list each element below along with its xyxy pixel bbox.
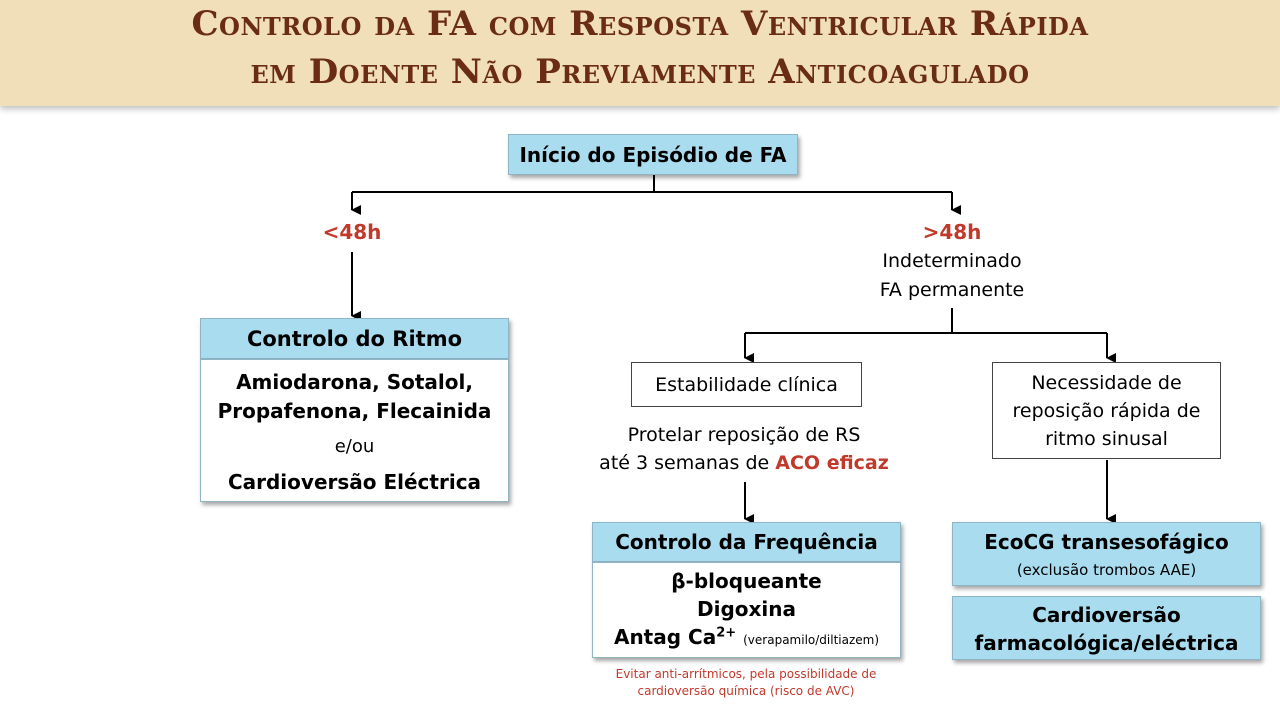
- digoxin-label: Digoxina: [696, 597, 796, 621]
- cardioversion-box: Cardioversão farmacológica/eléctrica: [952, 596, 1261, 660]
- rate-control-header: Controlo da Frequência: [592, 522, 901, 562]
- permanent-af-label: FA permanente: [879, 279, 1025, 301]
- rate-control-title: Controlo da Frequência: [615, 530, 878, 554]
- warning-line1: Evitar anti-arrítmicos, pela possibilida…: [615, 667, 877, 681]
- rapid-restoration-box: Necessidade de reposição rápida de ritmo…: [992, 362, 1221, 459]
- and-or-label: e/ou: [334, 436, 375, 457]
- lt48-label: <48h: [322, 220, 382, 244]
- rhythm-control-body: Amiodarona, Sotalol, Propafenona, Flecai…: [200, 359, 509, 502]
- delay-note-line1: Protelar reposição de RS: [627, 424, 861, 446]
- cardioversion-line2: farmacológica/eléctrica: [974, 631, 1239, 655]
- delay-note-prefix: até 3 semanas de: [599, 452, 776, 474]
- title-banner: Controlo da FA com Resposta Ventricular …: [0, 0, 1280, 106]
- rapid-line1: Necessidade de: [1031, 372, 1182, 394]
- warning-line2: cardioversão química (risco de AVC): [637, 684, 855, 698]
- cardioversion-label: Cardioversão Eléctrica: [227, 470, 482, 494]
- rapid-line2: reposição rápida de: [1012, 400, 1201, 422]
- delay-note-line2: até 3 semanas de ACO eficaz: [566, 452, 922, 474]
- page-title-line2: em Doente Não Previamente Anticoagulado: [250, 52, 1030, 92]
- rhythm-control-header: Controlo do Ritmo: [200, 318, 509, 359]
- page-title-line1: Controlo da FA com Resposta Ventricular …: [191, 4, 1089, 44]
- drugs-line2: Propafenona, Flecainida: [217, 399, 492, 423]
- cardioversion-line1: Cardioversão: [1032, 603, 1181, 627]
- calcium-antagonist-row: Antag Ca2+ (verapamilo/diltiazem): [593, 625, 900, 649]
- rate-control-body: β-bloqueante Digoxina Antag Ca2+ (verapa…: [592, 562, 901, 658]
- calcium-antagonist-examples: (verapamilo/diltiazem): [743, 633, 880, 647]
- calcium-antagonist-label: Antag Ca: [613, 625, 717, 649]
- clinical-stability-box: Estabilidade clínica: [631, 362, 862, 407]
- tee-subtitle: (exclusão trombos AAE): [1016, 561, 1197, 579]
- start-label: Início do Episódio de FA: [519, 143, 787, 167]
- indeterminate-label: Indeterminado: [882, 250, 1022, 272]
- calcium-superscript: 2+: [716, 625, 737, 641]
- tee-box: EcoCG transesofágico (exclusão trombos A…: [952, 522, 1261, 586]
- rhythm-control-title: Controlo do Ritmo: [246, 327, 463, 351]
- clinical-stability-label: Estabilidade clínica: [655, 374, 838, 396]
- antiarrhythmic-warning: Evitar anti-arrítmicos, pela possibilida…: [566, 666, 926, 700]
- effective-anticoag-highlight: ACO eficaz: [775, 452, 889, 474]
- start-node: Início do Episódio de FA: [508, 134, 798, 175]
- tee-title: EcoCG transesofágico: [984, 530, 1229, 554]
- gt48-label: >48h: [922, 220, 982, 244]
- beta-blocker-label: β-bloqueante: [671, 569, 822, 593]
- rapid-line3: ritmo sinusal: [1045, 428, 1168, 450]
- drugs-line1: Amiodarona, Sotalol,: [236, 370, 473, 394]
